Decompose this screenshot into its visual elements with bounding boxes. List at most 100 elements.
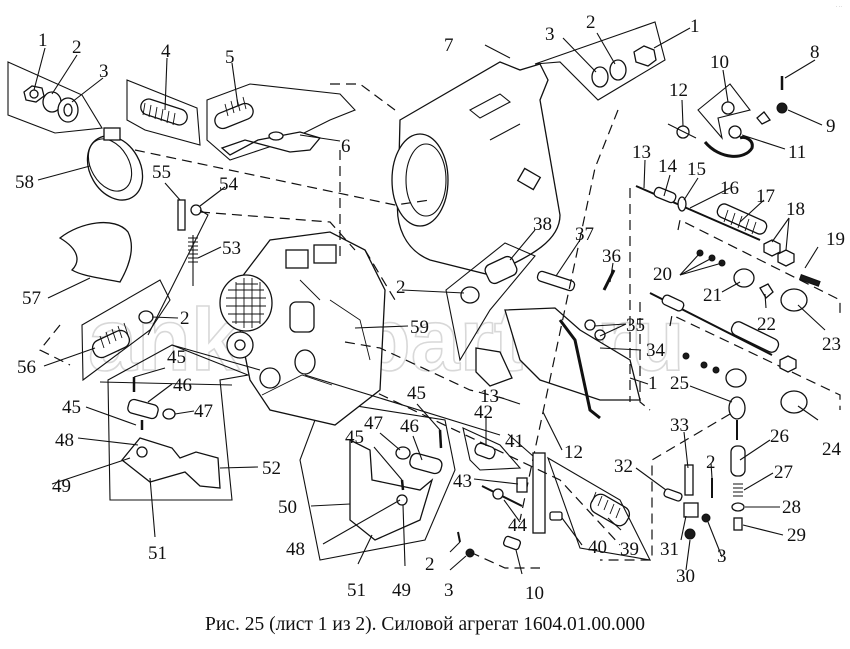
bushing-21 [733, 268, 755, 288]
hose-sleeve [58, 221, 132, 283]
callout-53: 53 [222, 238, 241, 259]
callout-1: 1 [38, 30, 48, 51]
stud [667, 123, 697, 139]
washer-3 [701, 513, 711, 523]
callout-56: 56 [17, 357, 36, 378]
screw-33 [684, 464, 694, 496]
assembly-panel [126, 79, 201, 146]
callout-2: 2 [180, 308, 190, 329]
part-group-bolt-56 [81, 279, 171, 382]
callout-48: 48 [286, 539, 305, 560]
mount-block [475, 347, 513, 387]
callout-12: 12 [669, 80, 688, 101]
callout-12: 12 [564, 442, 583, 463]
nut-bore [29, 89, 39, 99]
part-group-mount-left [107, 344, 251, 501]
bracket-hole [268, 131, 284, 141]
callout-31: 31 [660, 539, 679, 560]
callout-46: 46 [400, 416, 419, 437]
dashed-link [330, 83, 396, 111]
callout-43: 43 [453, 471, 472, 492]
part-group-mount-center [299, 404, 456, 561]
pin-29 [733, 517, 743, 531]
threaded-end-19 [798, 274, 821, 287]
cotter-pin-2 [457, 531, 461, 543]
grille-mesh [235, 278, 261, 328]
callout-58: 58 [15, 172, 34, 193]
nut-9 [776, 102, 788, 114]
callout-24: 24 [822, 439, 842, 460]
callout-29: 29 [787, 525, 806, 546]
pin-32 [663, 488, 683, 502]
part-group-clamp-58 [86, 127, 144, 201]
nut-22 [759, 283, 774, 299]
cotter-pin-45 [438, 429, 443, 449]
nut-18a [763, 239, 781, 257]
engine-detail-lines [261, 279, 371, 396]
callout-2: 2 [425, 554, 435, 575]
panel-link [171, 344, 261, 371]
hose-clamp-inner [87, 138, 133, 192]
bracket-52 [121, 437, 221, 489]
callout-36: 36 [602, 246, 621, 267]
callout-35: 35 [626, 315, 645, 336]
callout-57: 57 [22, 288, 41, 309]
bracket-plate [206, 83, 356, 161]
callout-3: 3 [99, 61, 109, 82]
bracket-50 [349, 438, 434, 541]
callout-4: 4 [161, 41, 171, 62]
dashed-link [134, 149, 431, 206]
cable-clip-wire [703, 136, 754, 158]
dashed-link [639, 302, 651, 411]
callout-13: 13 [632, 142, 651, 163]
callout-25: 25 [670, 373, 689, 394]
air-intake-grille [219, 274, 273, 332]
nut-54 [190, 204, 202, 216]
callout-1: 1 [690, 16, 700, 37]
callout-34: 34 [646, 340, 666, 361]
spring-washer-2 [460, 286, 480, 304]
rod-end-25 [728, 396, 746, 420]
cable-sleeve-14 [653, 186, 677, 204]
callout-48: 48 [55, 430, 74, 451]
callout-50: 50 [278, 497, 297, 518]
nut-49 [396, 494, 408, 506]
block-31 [683, 502, 699, 518]
callout-3: 3 [717, 546, 727, 567]
assembly-panel [697, 83, 751, 140]
assembly-panel [546, 456, 651, 561]
nut-35b [594, 329, 606, 341]
callout-9: 9 [826, 116, 836, 137]
bolt-46 [409, 452, 443, 475]
callout-1: 1 [648, 373, 658, 394]
clip-43 [516, 477, 528, 493]
dashed-link [344, 341, 511, 401]
part-group-linkage-right [600, 396, 746, 561]
callout-39: 39 [620, 539, 639, 560]
callout-19: 19 [826, 229, 845, 250]
corner-mark: · ·· [835, 4, 842, 10]
dashed-link [519, 109, 619, 521]
washer-28 [731, 502, 745, 512]
callout-22: 22 [757, 314, 776, 335]
grille-mesh [226, 283, 266, 323]
callout-5: 5 [225, 47, 235, 68]
part-group-fasteners-top-left [7, 61, 103, 134]
shroud-opening [391, 133, 449, 227]
callout-59: 59 [410, 317, 429, 338]
dashed-link [199, 211, 356, 251]
callout-2: 2 [72, 37, 82, 58]
assembly-panel [534, 21, 666, 101]
callout-54: 54 [219, 174, 239, 195]
dashed-group-outline [677, 219, 841, 315]
shroud-ribs [469, 93, 521, 141]
part-group-linkage-lower [349, 379, 651, 569]
callout-33: 33 [670, 415, 689, 436]
dashed-link [39, 324, 71, 366]
part-group-cable-clip [667, 76, 788, 158]
dashed-link [364, 249, 396, 301]
callout-8: 8 [810, 42, 820, 63]
callout-49: 49 [52, 476, 71, 497]
assembly-panel [462, 427, 522, 471]
